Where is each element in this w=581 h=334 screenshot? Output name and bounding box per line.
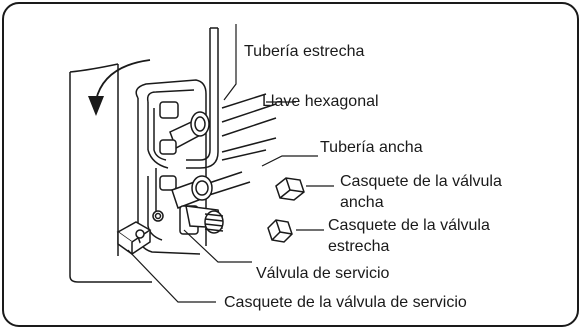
narrow-pipe-label: Tubería estrecha — [244, 43, 364, 60]
curved-arrow-icon — [88, 59, 151, 116]
service-valve-cap-label: Casquete de la válvula de servicio — [224, 294, 467, 311]
service-valve-cap — [116, 221, 152, 256]
unit-body — [69, 63, 152, 283]
leader-lines — [127, 24, 334, 303]
service-valve-nozzle — [152, 205, 224, 234]
narrow-valve-cap — [267, 219, 293, 243]
diagram-border — [2, 2, 579, 327]
service-valve-label: Válvula de servicio — [256, 265, 390, 282]
wide-valve-cap — [275, 177, 305, 201]
narrow-valve — [159, 101, 210, 155]
hex-key — [186, 27, 219, 169]
narrow-valve-cap-label-line2: estrecha — [328, 238, 389, 255]
hex-key-label: Llave hexagonal — [262, 93, 379, 110]
wide-valve-cap-label-line2: ancha — [340, 194, 384, 211]
wide-pipe-label: Tubería ancha — [320, 139, 423, 156]
narrow-valve-cap-label-line1: Casquete de la válvula — [328, 217, 490, 234]
pipes — [205, 93, 277, 197]
wide-valve-cap-label-line1: Casquete de la válvula — [340, 173, 502, 190]
